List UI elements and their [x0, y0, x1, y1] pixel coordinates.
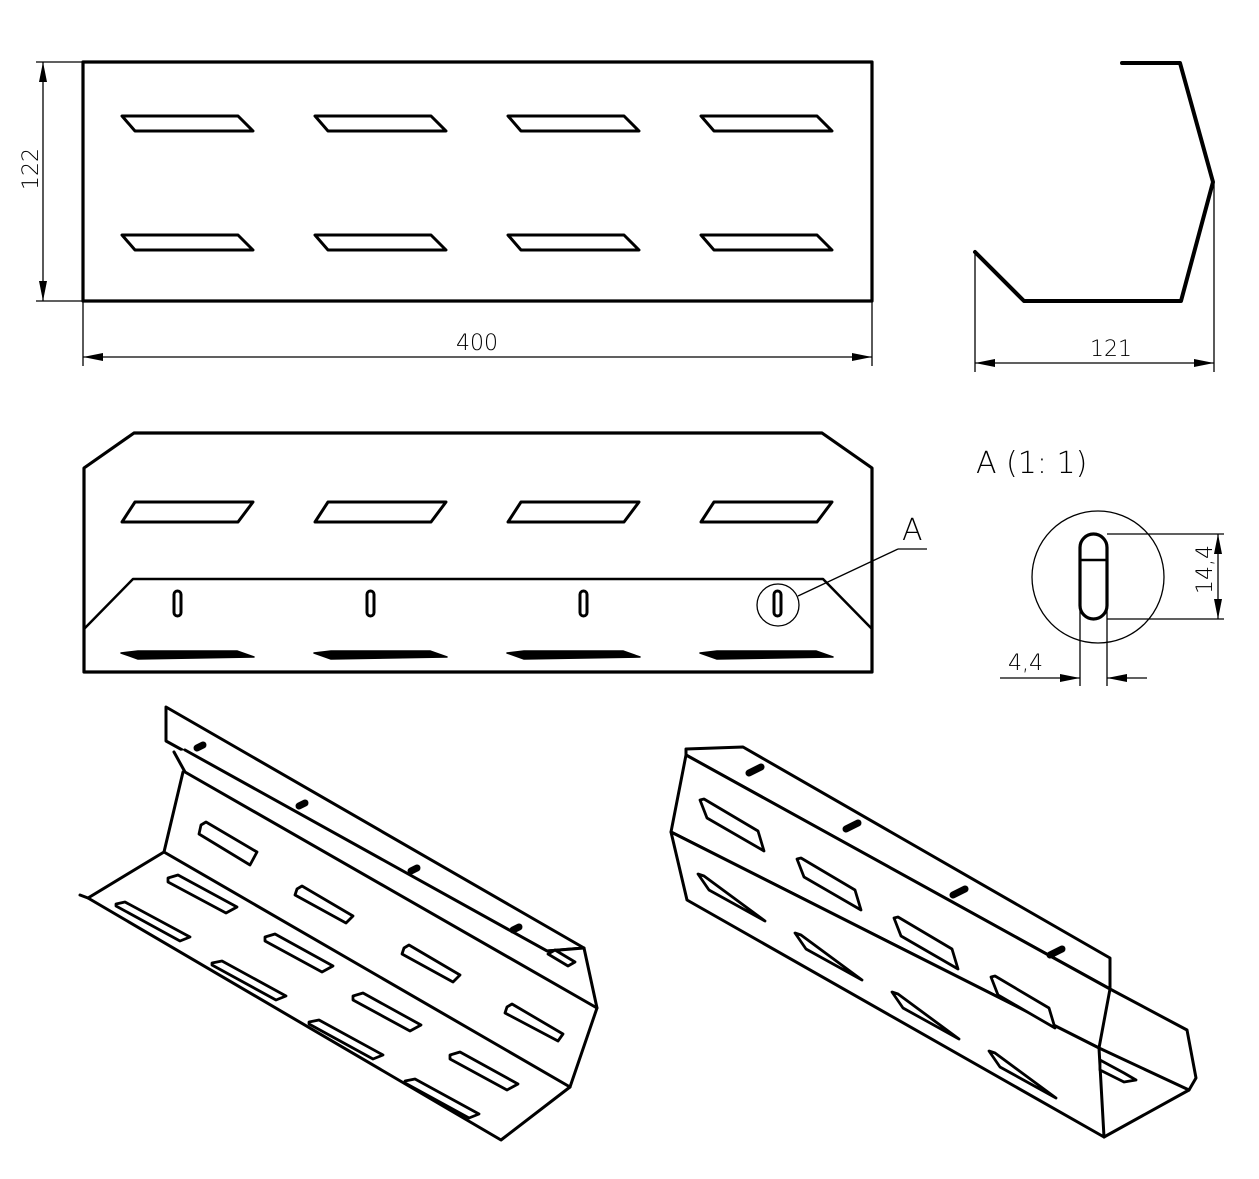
flat-slots-row-2: [120, 233, 834, 252]
dim-label-14-4: 14,4: [1193, 545, 1218, 594]
detail-a-view: A (1: 1) 14,4 4,4: [976, 446, 1224, 686]
profile-outline: [973, 61, 1215, 303]
iso-left-wall-slots: [197, 820, 577, 1043]
flat-pattern-outline: [81, 60, 874, 303]
iso-left-bottom-slots: [114, 873, 520, 1120]
detail-a-title: A (1: 1): [976, 446, 1087, 481]
front-view-outline: [82, 431, 874, 674]
dim-label-121: 121: [1090, 337, 1132, 362]
dimension-width-400: 400: [82, 301, 873, 366]
detail-a-boundary-circle: [1031, 510, 1165, 644]
dim-label-400: 400: [456, 331, 498, 356]
callout-label-a: A: [902, 513, 923, 548]
dim-label-122: 122: [19, 148, 44, 190]
dim-label-4-4: 4,4: [1008, 651, 1043, 676]
flat-slots-row-1: [120, 114, 834, 133]
front-mounting-holes: [172, 589, 783, 618]
isometric-view-left: [78, 705, 599, 1142]
detail-a-hole: [1078, 532, 1109, 621]
front-lower-slots: [120, 650, 834, 660]
iso-right-lower-slots: [696, 872, 1058, 1100]
iso-left-mounting-holes: [193, 741, 523, 934]
front-view: A: [82, 431, 927, 674]
dimension-height-122: 122: [19, 61, 83, 302]
callout-a: A: [756, 513, 927, 627]
flat-pattern-view: 122 400: [19, 60, 874, 366]
isometric-view-right: [669, 745, 1198, 1139]
dimension-hole-length: 14,4: [1107, 533, 1224, 620]
profile-view: 121: [973, 61, 1215, 372]
iso-right-mounting-holes: [745, 763, 1066, 959]
front-view-fold-line: [82, 577, 874, 631]
dimension-hole-width: 4,4: [1000, 605, 1147, 686]
iso-right-upper-slots: [698, 797, 1057, 1030]
dimension-width-121: 121: [974, 182, 1215, 372]
front-upper-slots: [120, 500, 834, 524]
